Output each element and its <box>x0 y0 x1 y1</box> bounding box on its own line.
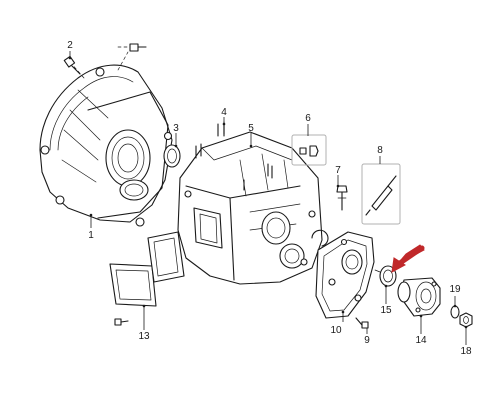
callout-8: 8 <box>377 145 383 156</box>
highlight-arrow <box>391 244 425 273</box>
part-7-breather <box>336 185 348 211</box>
leader-lines <box>68 51 468 345</box>
callout-9: 9 <box>364 335 370 346</box>
part-19-washer <box>450 305 460 319</box>
part-9-bolt <box>355 317 369 329</box>
part-side-cover <box>147 231 185 283</box>
callout-3: 3 <box>173 123 179 134</box>
part-13-bolt <box>114 318 129 326</box>
part-13-gasket <box>109 263 157 307</box>
callout-14: 14 <box>415 335 427 346</box>
callout-19: 19 <box>449 284 461 295</box>
part-14-output-flange <box>397 277 441 317</box>
callout-10: 10 <box>330 325 342 336</box>
callout-1: 1 <box>88 230 94 241</box>
part-circlip <box>311 229 329 247</box>
part-1-bellhousing <box>39 51 173 227</box>
part-18-nut <box>459 312 473 328</box>
callout-13: 13 <box>138 331 150 342</box>
callout-5: 5 <box>248 123 254 134</box>
part-bolt-top <box>117 43 147 52</box>
callout-18: 18 <box>460 346 472 357</box>
part-3-seal <box>163 144 181 168</box>
callout-2: 2 <box>67 40 73 51</box>
part-6-bolt-detail <box>291 134 327 166</box>
callout-6: 6 <box>305 113 311 124</box>
part-5-gearbox-case <box>177 121 323 285</box>
callout-4: 4 <box>221 107 227 118</box>
callout-15: 15 <box>380 305 392 316</box>
callout-labels: 2 3 4 5 6 7 8 1 10 9 13 15 14 19 18 <box>67 40 472 357</box>
part-8-sensor-detail <box>361 163 401 225</box>
part-2-bolt <box>63 55 81 75</box>
callout-7: 7 <box>335 165 341 176</box>
part-10-end-cover <box>315 231 375 319</box>
